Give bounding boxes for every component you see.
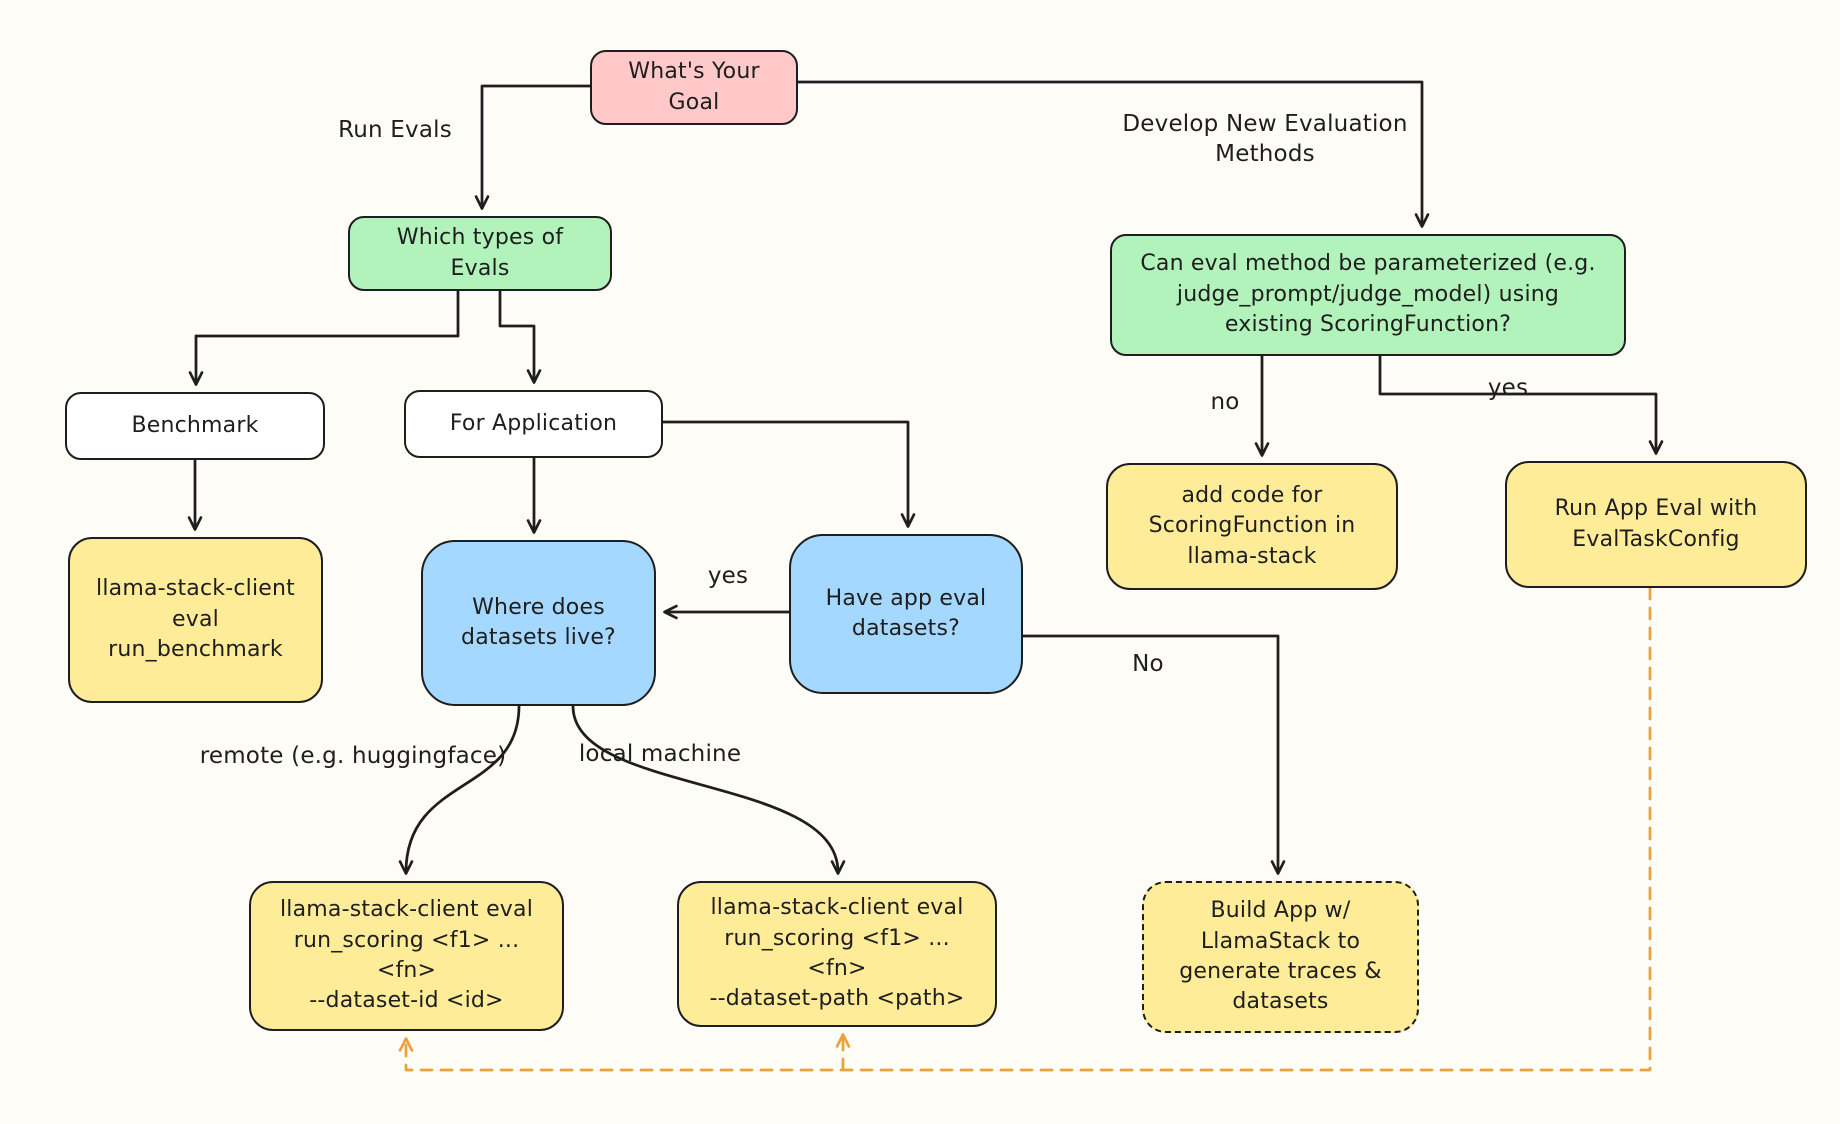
node-for-application: For Application xyxy=(404,390,663,458)
node-param-question: Can eval method be parameterized (e.g. j… xyxy=(1110,234,1626,356)
connector-where-to-run-scoring-path-local xyxy=(571,704,846,875)
connector-goal-to-which-evals xyxy=(474,84,592,210)
node-which-types-of-evals: Which types of Evals xyxy=(348,216,612,291)
node-whats-your-goal: What's Your Goal xyxy=(590,50,798,125)
edge-label-yes-param: yes xyxy=(1487,375,1529,401)
edge-label-yes-have-datasets: yes xyxy=(707,563,749,589)
node-run-benchmark: llama-stack-client eval run_benchmark xyxy=(68,537,323,703)
node-run-app-eval-evaltaskconfig: Run App Eval with EvalTaskConfig xyxy=(1505,461,1807,588)
node-build-app-llamastack: Build App w/ LlamaStack to generate trac… xyxy=(1142,881,1419,1033)
node-where-does-datasets-live: Where does datasets live? xyxy=(421,540,656,706)
connector-where-to-run-scoring-id-remote xyxy=(398,704,521,875)
connector-forapp-to-have-datasets xyxy=(661,420,916,528)
edge-label-no-param: no xyxy=(1210,389,1240,415)
node-run-scoring-dataset-id: llama-stack-client eval run_scoring <f1>… xyxy=(249,881,564,1031)
edge-label-remote-huggingface: remote (e.g. huggingface) xyxy=(199,743,507,769)
node-benchmark: Benchmark xyxy=(65,392,325,460)
node-add-code-scoring-function: add code for ScoringFunction in llama-st… xyxy=(1106,463,1398,590)
connector-param-to-run-app-eval-yes xyxy=(1378,354,1664,455)
connector-which-to-for-application xyxy=(498,289,542,384)
connector-which-to-benchmark xyxy=(188,289,460,386)
edge-label-local-machine: local machine xyxy=(578,741,742,767)
edge-label-no-have-datasets: No xyxy=(1132,651,1164,677)
node-have-app-eval-datasets: Have app eval datasets? xyxy=(789,534,1023,694)
edge-label-run-evals: Run Evals xyxy=(338,117,452,143)
edge-label-develop-new-evaluation-methods: Develop New Evaluation Methods xyxy=(1122,111,1408,167)
node-run-scoring-dataset-path: llama-stack-client eval run_scoring <f1>… xyxy=(677,881,997,1027)
